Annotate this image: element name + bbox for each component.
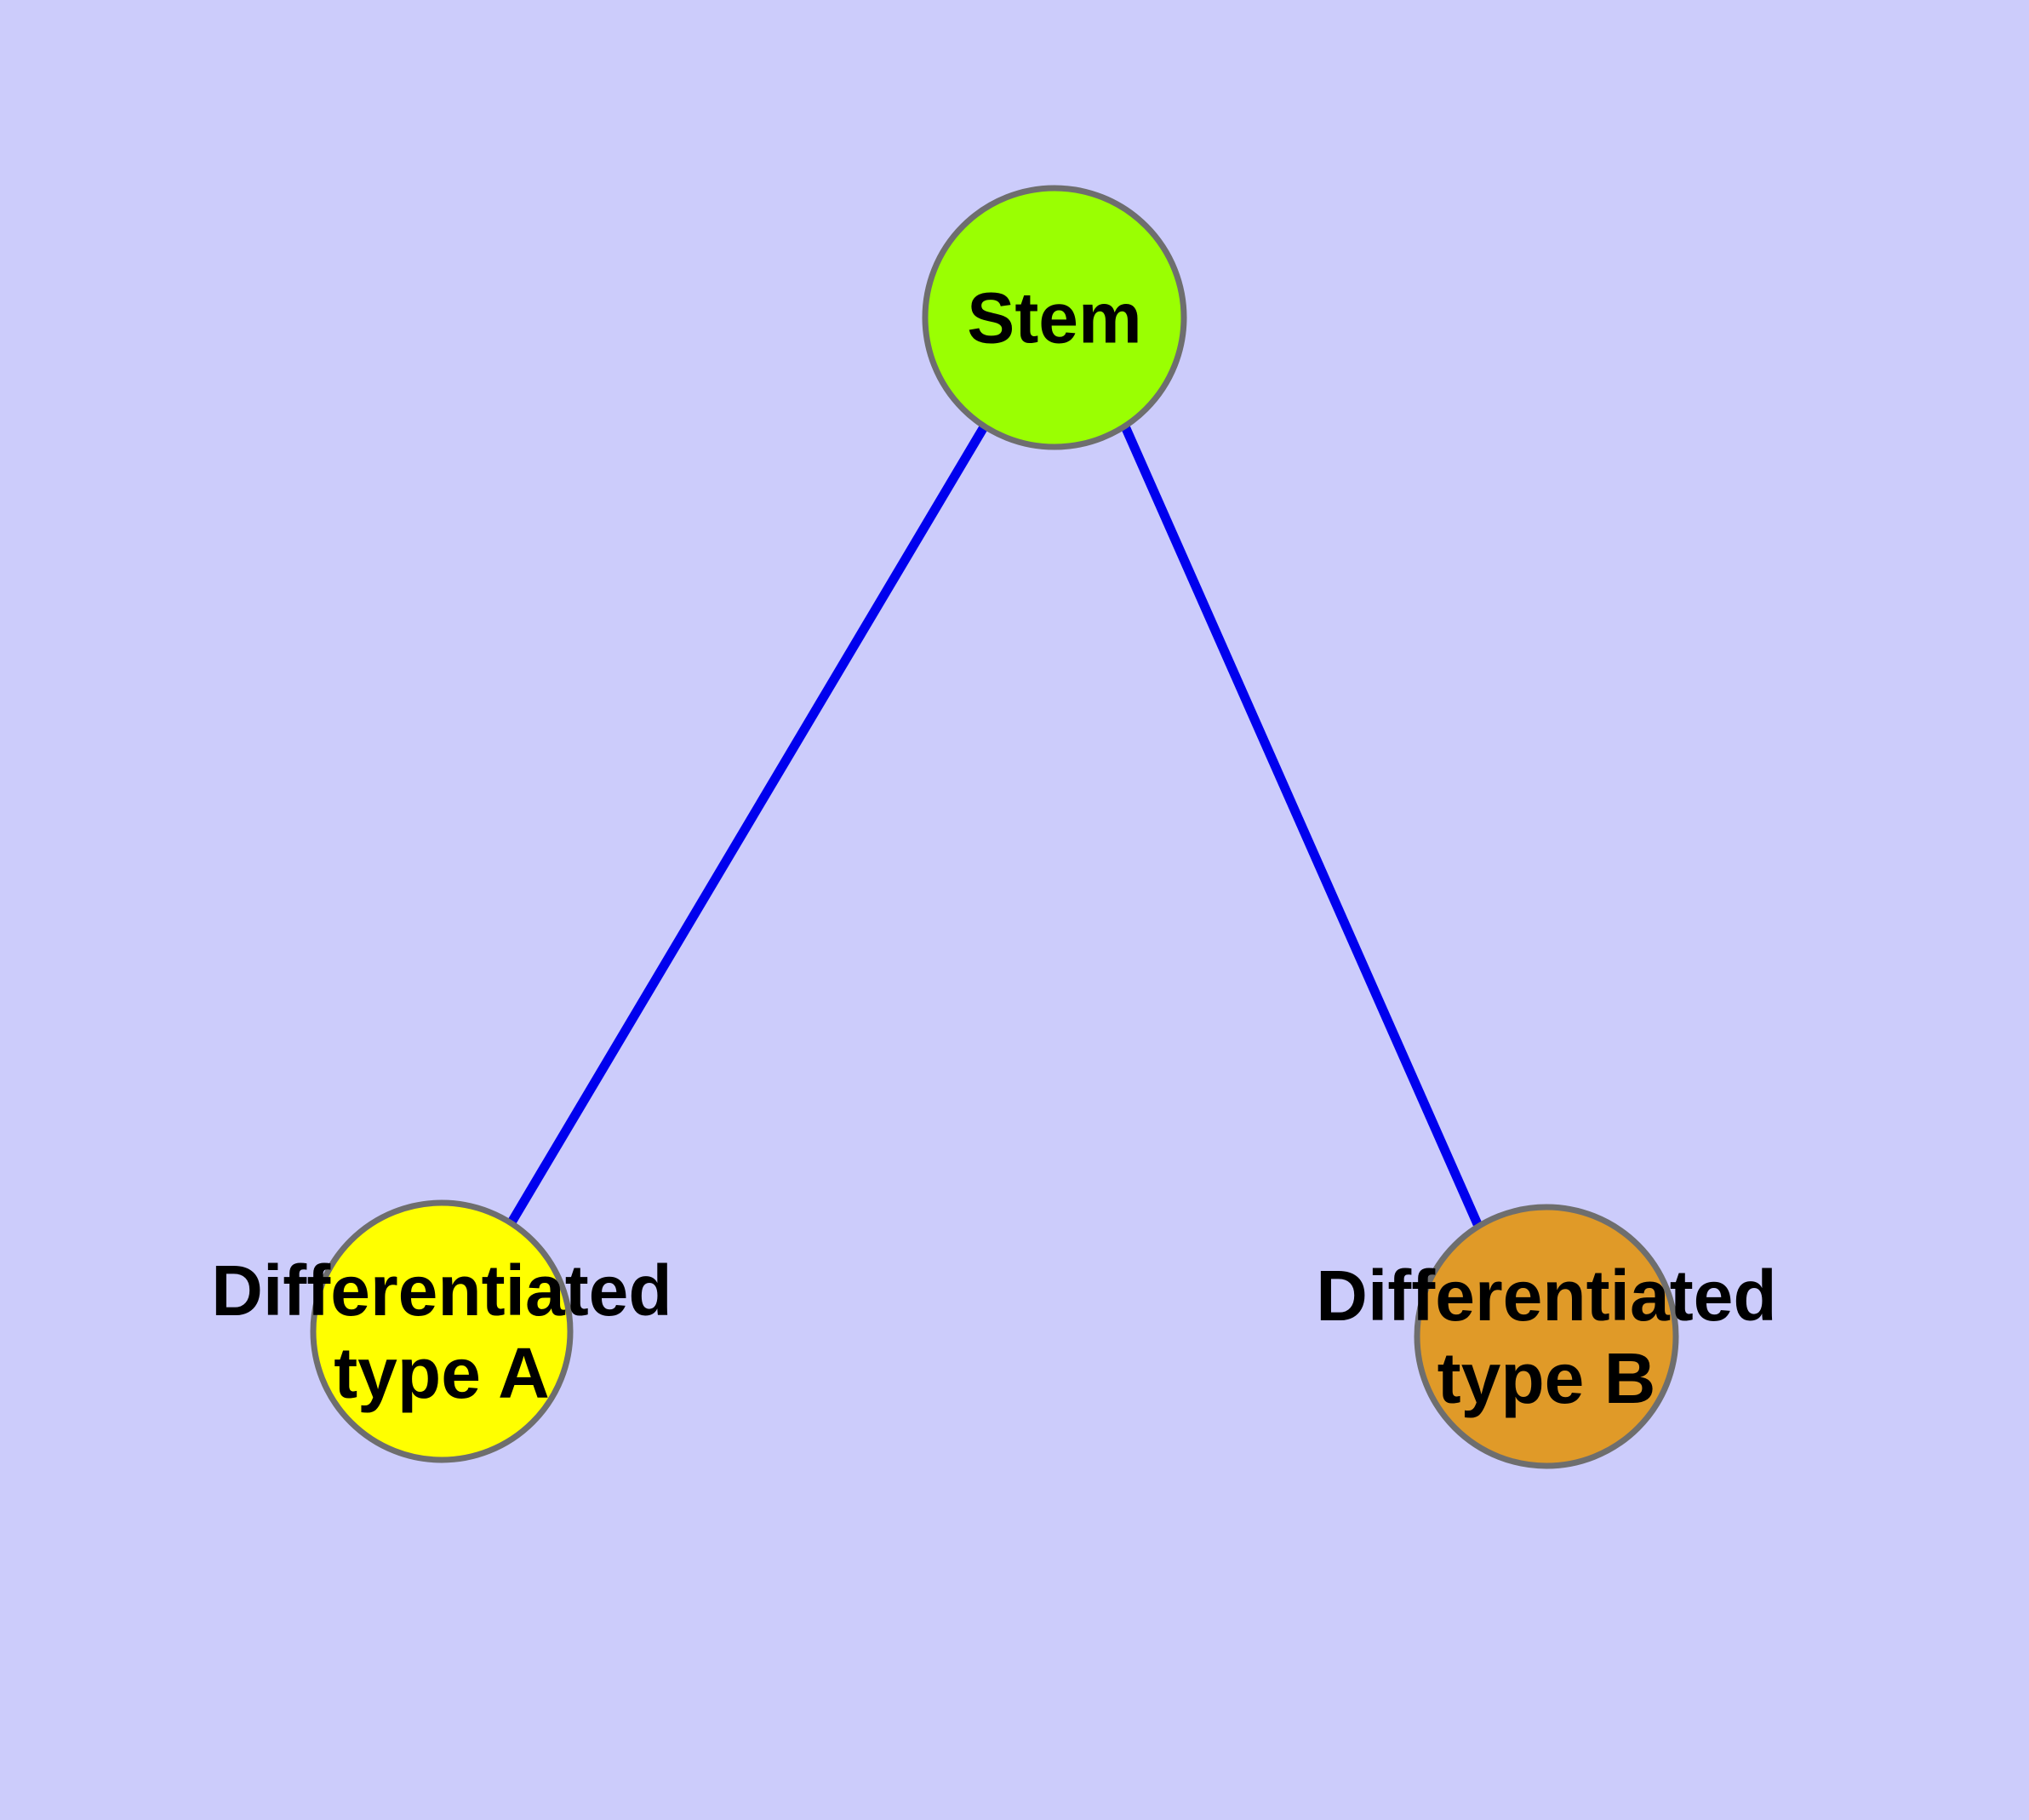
node-stem[interactable]: Stem	[922, 185, 1187, 450]
edges-layer	[507, 423, 1483, 1227]
edge-stem-to-differentiated-type-b[interactable]	[1120, 424, 1483, 1227]
node-label-line: Differentiated	[211, 1251, 672, 1331]
node-label-line: Differentiated	[1316, 1256, 1776, 1336]
node-stem-circle[interactable]	[922, 185, 1187, 450]
node-stem-label: Stem	[967, 278, 1141, 358]
node-label-line: Stem	[967, 278, 1141, 358]
node-differentiated-type-b-circle[interactable]	[1414, 1204, 1679, 1469]
node-label-line: type B	[1437, 1338, 1656, 1418]
node-label-line: type A	[334, 1333, 550, 1413]
node-differentiated-type-a-circle[interactable]	[310, 1199, 574, 1463]
edge-stem-to-differentiated-type-a[interactable]	[507, 423, 989, 1225]
